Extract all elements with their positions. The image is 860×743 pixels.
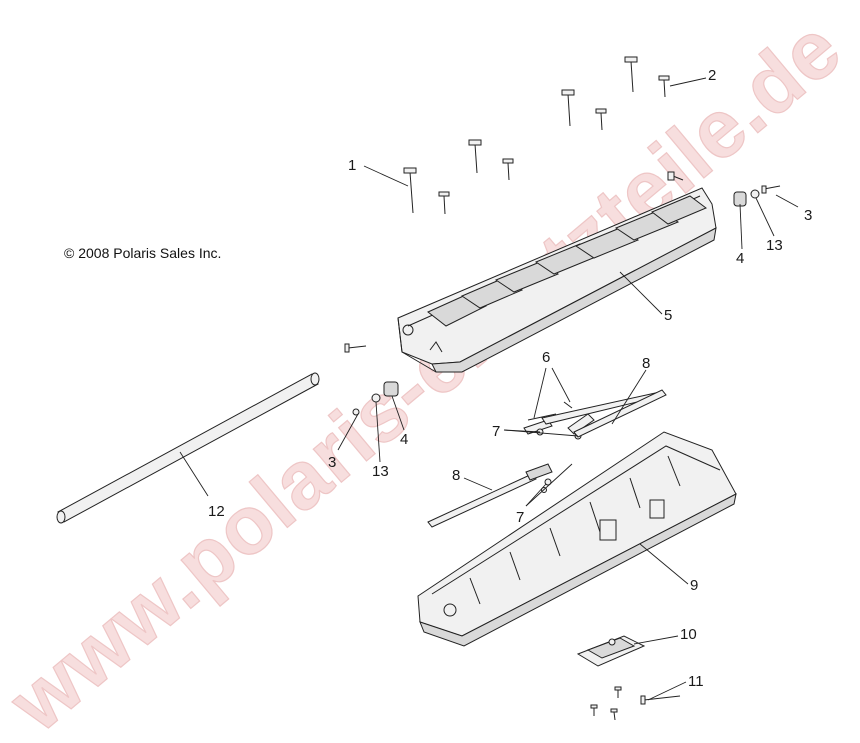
part-12-rod <box>56 372 320 524</box>
callout-5: 5 <box>664 307 672 324</box>
screw-1d <box>502 158 514 181</box>
screw-1b <box>438 191 450 215</box>
copyright-text: © 2008 Polaris Sales Inc. <box>64 245 221 261</box>
callout-4-left: 4 <box>400 431 408 448</box>
callout-2: 2 <box>708 67 716 84</box>
callout-7-upper: 7 <box>492 423 500 440</box>
screw-2d <box>658 75 670 98</box>
callout-3-left: 3 <box>328 454 336 471</box>
right-hardware <box>733 185 781 207</box>
lid-pads <box>427 195 707 327</box>
callout-12: 12 <box>208 503 225 520</box>
callout-7-lower: 7 <box>516 509 524 526</box>
callout-8-lower: 8 <box>452 467 460 484</box>
part-11-screws <box>590 686 681 721</box>
callout-8-upper: 8 <box>642 355 650 372</box>
screw-small-right <box>667 171 684 181</box>
tray-ribs <box>469 455 681 605</box>
part-9-lower-tray <box>417 431 737 647</box>
leader-lines <box>179 77 799 701</box>
screw-1a <box>403 167 417 214</box>
callout-10: 10 <box>680 626 697 643</box>
screw-2c <box>624 56 638 93</box>
screw-1c <box>468 139 482 174</box>
callout-3-right: 3 <box>804 207 812 224</box>
left-hardware <box>344 343 399 416</box>
hinge-hardware <box>427 389 667 528</box>
part-5-upper-lid <box>397 187 717 373</box>
screw-2b <box>595 108 607 131</box>
callout-11: 11 <box>688 673 704 690</box>
callout-9: 9 <box>690 577 698 594</box>
callout-6: 6 <box>542 349 550 366</box>
part-10-latch <box>576 635 646 667</box>
screws-top <box>403 56 684 215</box>
screw-2a <box>561 89 575 127</box>
callout-labels: 1 2 3 4 13 5 6 8 7 4 3 13 8 7 12 9 10 11 <box>208 67 812 690</box>
callout-13-right: 13 <box>766 237 783 254</box>
callout-13-left: 13 <box>372 463 389 480</box>
callout-1: 1 <box>348 157 356 174</box>
callout-4-right: 4 <box>736 250 744 267</box>
